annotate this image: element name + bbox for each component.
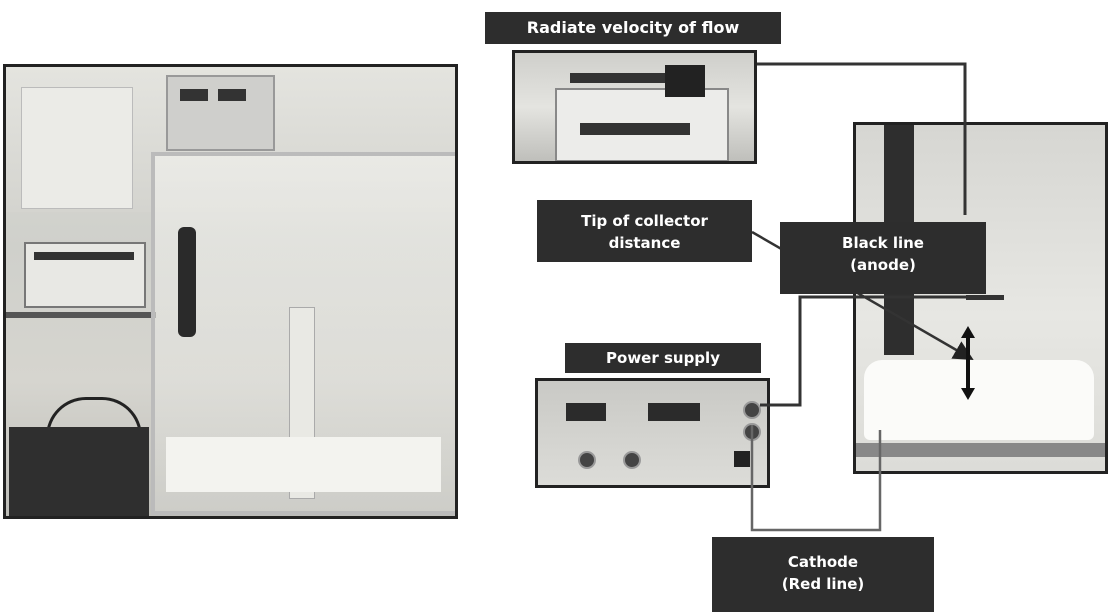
label-black-line1: Black line xyxy=(842,234,924,252)
label-power-text: Power supply xyxy=(606,349,720,367)
label-tip-line1: Tip of collector xyxy=(581,212,708,230)
label-black-line2: (anode) xyxy=(850,256,916,274)
power-supply-photo xyxy=(535,378,770,488)
cathode-wire xyxy=(750,425,882,532)
anode-terminal xyxy=(743,401,761,419)
power-switch xyxy=(734,451,750,467)
needle-holder xyxy=(178,227,196,337)
syringe-pump-photo xyxy=(512,50,757,164)
label-power-supply: Power supply xyxy=(565,343,761,373)
current-display xyxy=(648,403,700,421)
label-black-line: Black line (anode) xyxy=(780,222,986,294)
label-cathode: Cathode (Red line) xyxy=(712,537,934,612)
collector-plate xyxy=(864,360,1094,440)
label-cathode-line1: Cathode xyxy=(787,553,859,571)
power-supply-unit xyxy=(166,75,275,151)
label-cathode-line2: (Red line) xyxy=(781,575,865,593)
anode-wire xyxy=(760,295,1000,407)
label-flow-text: Radiate velocity of flow xyxy=(526,18,740,37)
label-tip-distance: Tip of collector distance xyxy=(537,200,752,262)
label-flow-velocity: Radiate velocity of flow xyxy=(485,12,781,44)
label-tip-line2: distance xyxy=(608,234,681,252)
equipment-cart xyxy=(9,427,149,516)
wall-poster xyxy=(21,87,133,209)
flow-line xyxy=(757,62,967,215)
syringe-pump xyxy=(24,242,146,308)
electrospinning-setup-photo xyxy=(3,64,458,519)
voltage-display xyxy=(566,403,606,421)
